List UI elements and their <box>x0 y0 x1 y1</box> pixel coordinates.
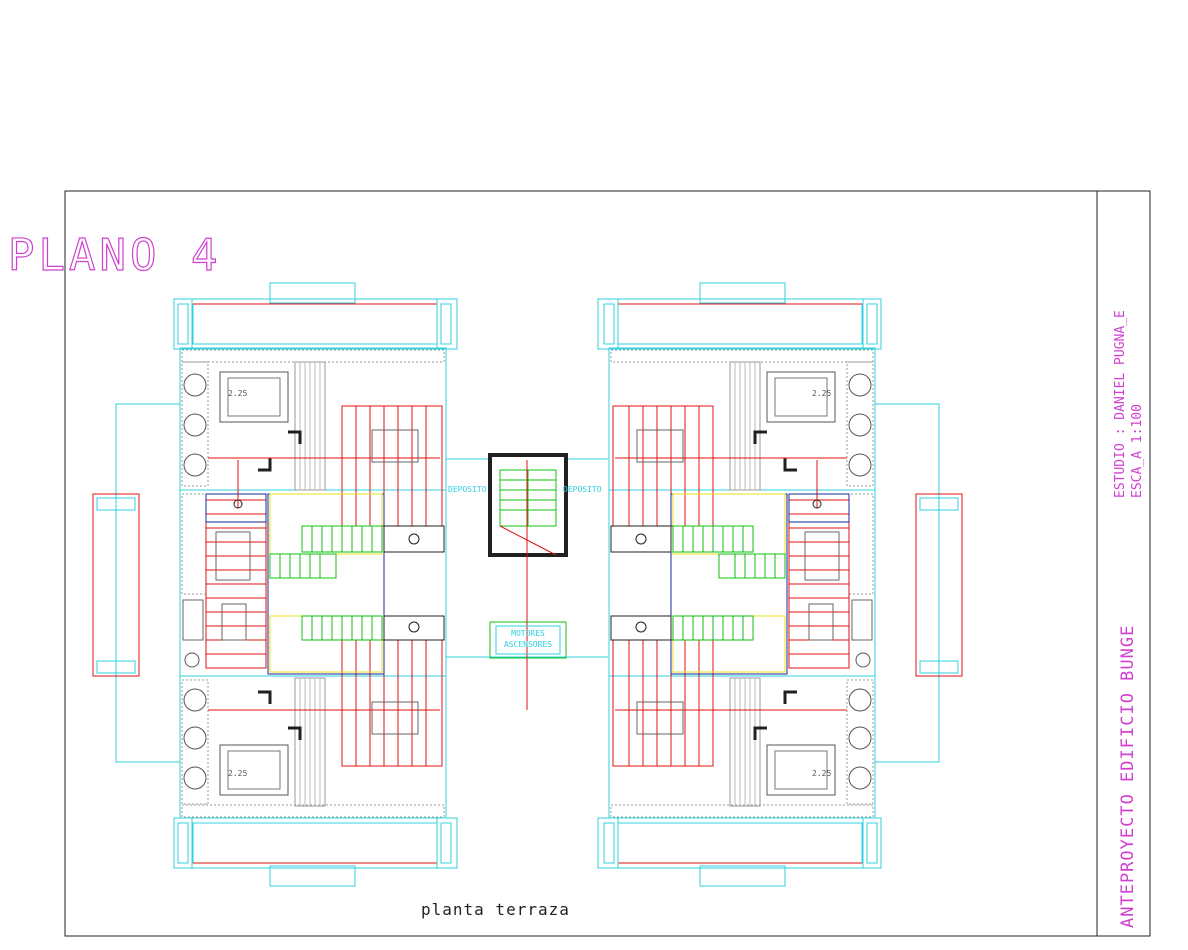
scale-label: ESCA_A 1:100 <box>1130 404 1145 498</box>
dimension-bottom-left: 2.25 <box>228 769 247 778</box>
deposit-label-right: DEPOSITO <box>563 485 602 494</box>
deposit-label-left: DEPOSITO <box>448 485 487 494</box>
drawing-caption: planta terraza <box>421 900 570 919</box>
dimension-bottom-right: 2.25 <box>812 769 831 778</box>
dimension-top-left: 2.25 <box>228 389 247 398</box>
dimension-top-right: 2.25 <box>812 389 831 398</box>
central-core: DEPOSITO DEPOSITO MOTORES ASCENSORES <box>446 453 608 710</box>
motors-label-line1: MOTORES <box>511 629 545 638</box>
plan-number-title: PLANO 4 <box>8 230 221 281</box>
left-apartment-block <box>92 282 458 887</box>
sheet-border <box>64 190 1151 937</box>
studio-name: ESTUDIO : DANIEL PUGNA_E <box>1113 310 1128 498</box>
motors-label-line2: ASCENSORES <box>504 640 552 649</box>
right-apartment-block <box>597 282 963 887</box>
project-title: ANTEPROYECTO EDIFICIO BUNGE <box>1118 625 1138 928</box>
